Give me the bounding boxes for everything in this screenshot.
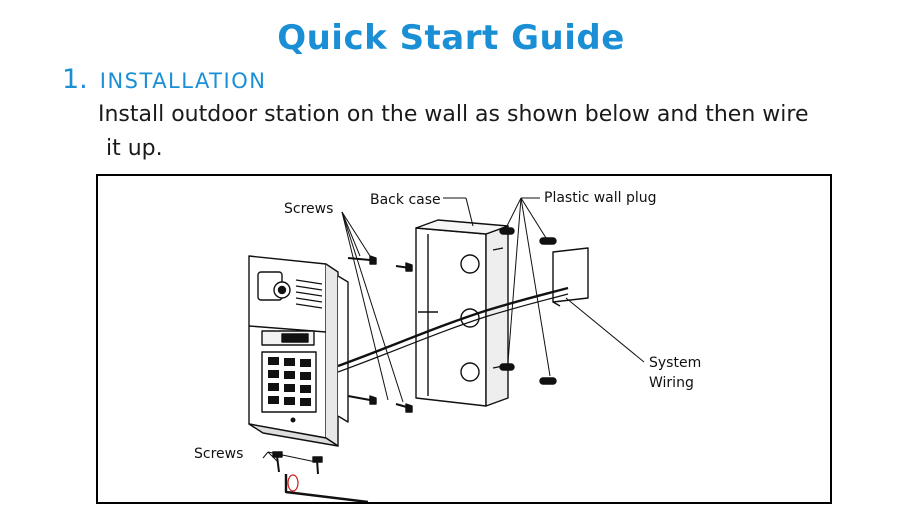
instruction-line-2: it up. xyxy=(106,136,163,161)
wall-opening-edge xyxy=(552,301,561,307)
section-title: INSTALLATION xyxy=(99,69,267,93)
installation-diagram-svg: Screws Back case Plastic wall plug Syste… xyxy=(194,190,701,504)
instruction-text: Install outdoor station on the wall as s… xyxy=(98,98,888,166)
instruction-line-1: Install outdoor station on the wall as s… xyxy=(98,102,809,127)
outdoor-station-illustration xyxy=(248,255,349,447)
back-case-illustration xyxy=(415,219,509,407)
leader-lines xyxy=(262,197,645,463)
label-system-wiring-line1: System xyxy=(649,355,701,371)
hex-key-illustration xyxy=(284,474,369,504)
label-back-case: Back case xyxy=(370,192,441,208)
installation-diagram: Screws Back case Plastic wall plug Syste… xyxy=(96,174,832,504)
system-wiring-cable-lower xyxy=(337,293,569,373)
system-wiring-cable xyxy=(337,286,569,368)
section-number: 1. xyxy=(62,64,88,95)
label-screws-top: Screws xyxy=(284,201,333,217)
top-screws-illustration xyxy=(347,255,413,413)
rotation-arrow-icon xyxy=(287,474,299,492)
label-system-wiring-line2: Wiring xyxy=(649,375,694,391)
page-title: Quick Start Guide xyxy=(277,18,625,58)
label-screws-bottom: Screws xyxy=(194,446,243,462)
wall-plugs-illustration xyxy=(499,227,557,385)
bottom-screws-illustration xyxy=(272,451,323,475)
section-heading: 1. INSTALLATION xyxy=(62,64,266,95)
wall-opening xyxy=(552,247,589,303)
label-plastic-wall-plug: Plastic wall plug xyxy=(544,190,657,206)
